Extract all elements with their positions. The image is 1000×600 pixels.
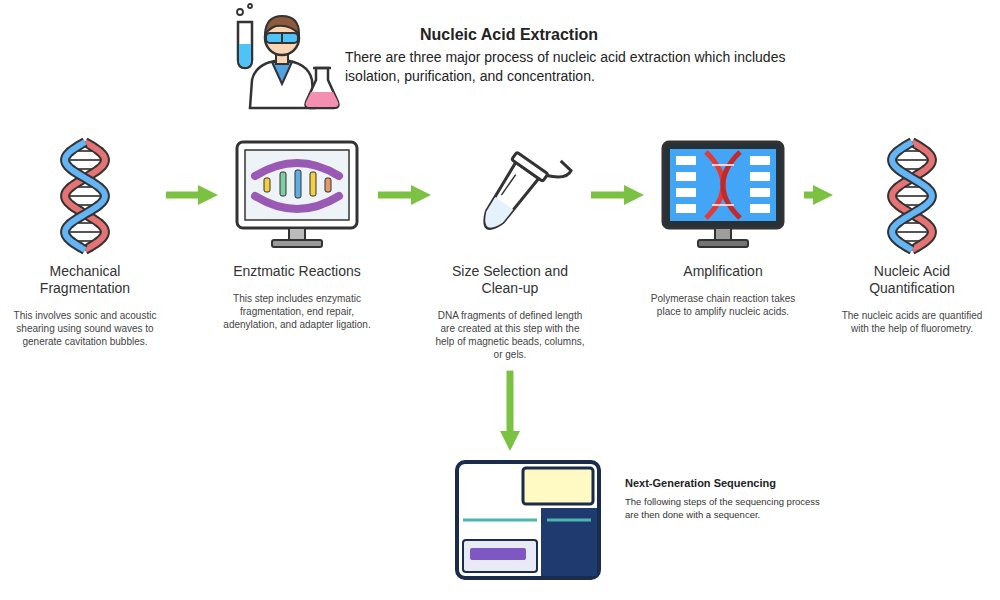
flow-arrow	[166, 192, 202, 199]
step-heading: Enztmatic Reactions	[222, 263, 372, 280]
process-step: Size Selection and Clean-upDNA fragments…	[435, 135, 585, 365]
helix-strand	[892, 142, 932, 250]
step-heading: Nucleic Acid Quantification	[837, 263, 987, 297]
helix-outline	[65, 142, 105, 250]
flow-arrow	[804, 192, 817, 199]
step-heading: Mechanical Fragmentation	[10, 263, 160, 297]
helix-outline	[892, 142, 932, 250]
step-description: This step includes enzymatic fragmentati…	[222, 292, 372, 331]
step-heading: Amplification	[648, 263, 798, 280]
scientist-icon	[237, 4, 339, 108]
pcr-monitor-icon	[663, 142, 783, 247]
step-description: Polymerase chain reaction takes place to…	[648, 292, 798, 318]
helix-rung	[892, 231, 932, 233]
flow-arrow	[378, 192, 415, 199]
step-heading: Size Selection and Clean-up	[435, 263, 585, 297]
helix-rung	[892, 195, 932, 197]
helix-outline	[65, 142, 105, 250]
step-description: The following steps of the sequencing pr…	[625, 496, 830, 522]
dna-helix-icon	[892, 142, 932, 250]
process-step: Nucleic Acid QuantificationThe nucleic a…	[837, 135, 987, 339]
helix-outline	[892, 142, 932, 250]
process-step: AmplificationPolymerase chain reaction t…	[648, 135, 798, 322]
step-description: The nucleic acids are quantified with th…	[837, 309, 987, 335]
gel-monitor-icon	[237, 142, 357, 247]
helix-rung	[65, 195, 105, 197]
flow-arrow	[591, 192, 628, 199]
process-step: Mechanical FragmentationThis involves so…	[10, 135, 160, 352]
sequencer-icon	[457, 462, 599, 578]
helix-rung	[892, 159, 932, 161]
subtitle-note: There are three major process of nucleic…	[345, 48, 795, 86]
helix-strand	[65, 142, 105, 250]
helix-strand	[892, 142, 932, 250]
dna-helix-icon	[65, 142, 105, 250]
step-description: DNA fragments of defined length are crea…	[435, 309, 585, 361]
process-step: Enztmatic ReactionsThis step includes en…	[222, 135, 372, 335]
title: Nucleic Acid Extraction	[420, 26, 598, 44]
step-description: This involves sonic and acoustic shearin…	[10, 309, 160, 348]
tube-icon	[471, 137, 572, 248]
flow-arrow	[507, 371, 514, 435]
helix-rung	[65, 231, 105, 233]
helix-strand	[65, 142, 105, 250]
step-heading: Next-Generation Sequencing	[625, 477, 830, 490]
output-step: Next-Generation SequencingThe following …	[450, 455, 830, 526]
helix-rung	[65, 159, 105, 161]
